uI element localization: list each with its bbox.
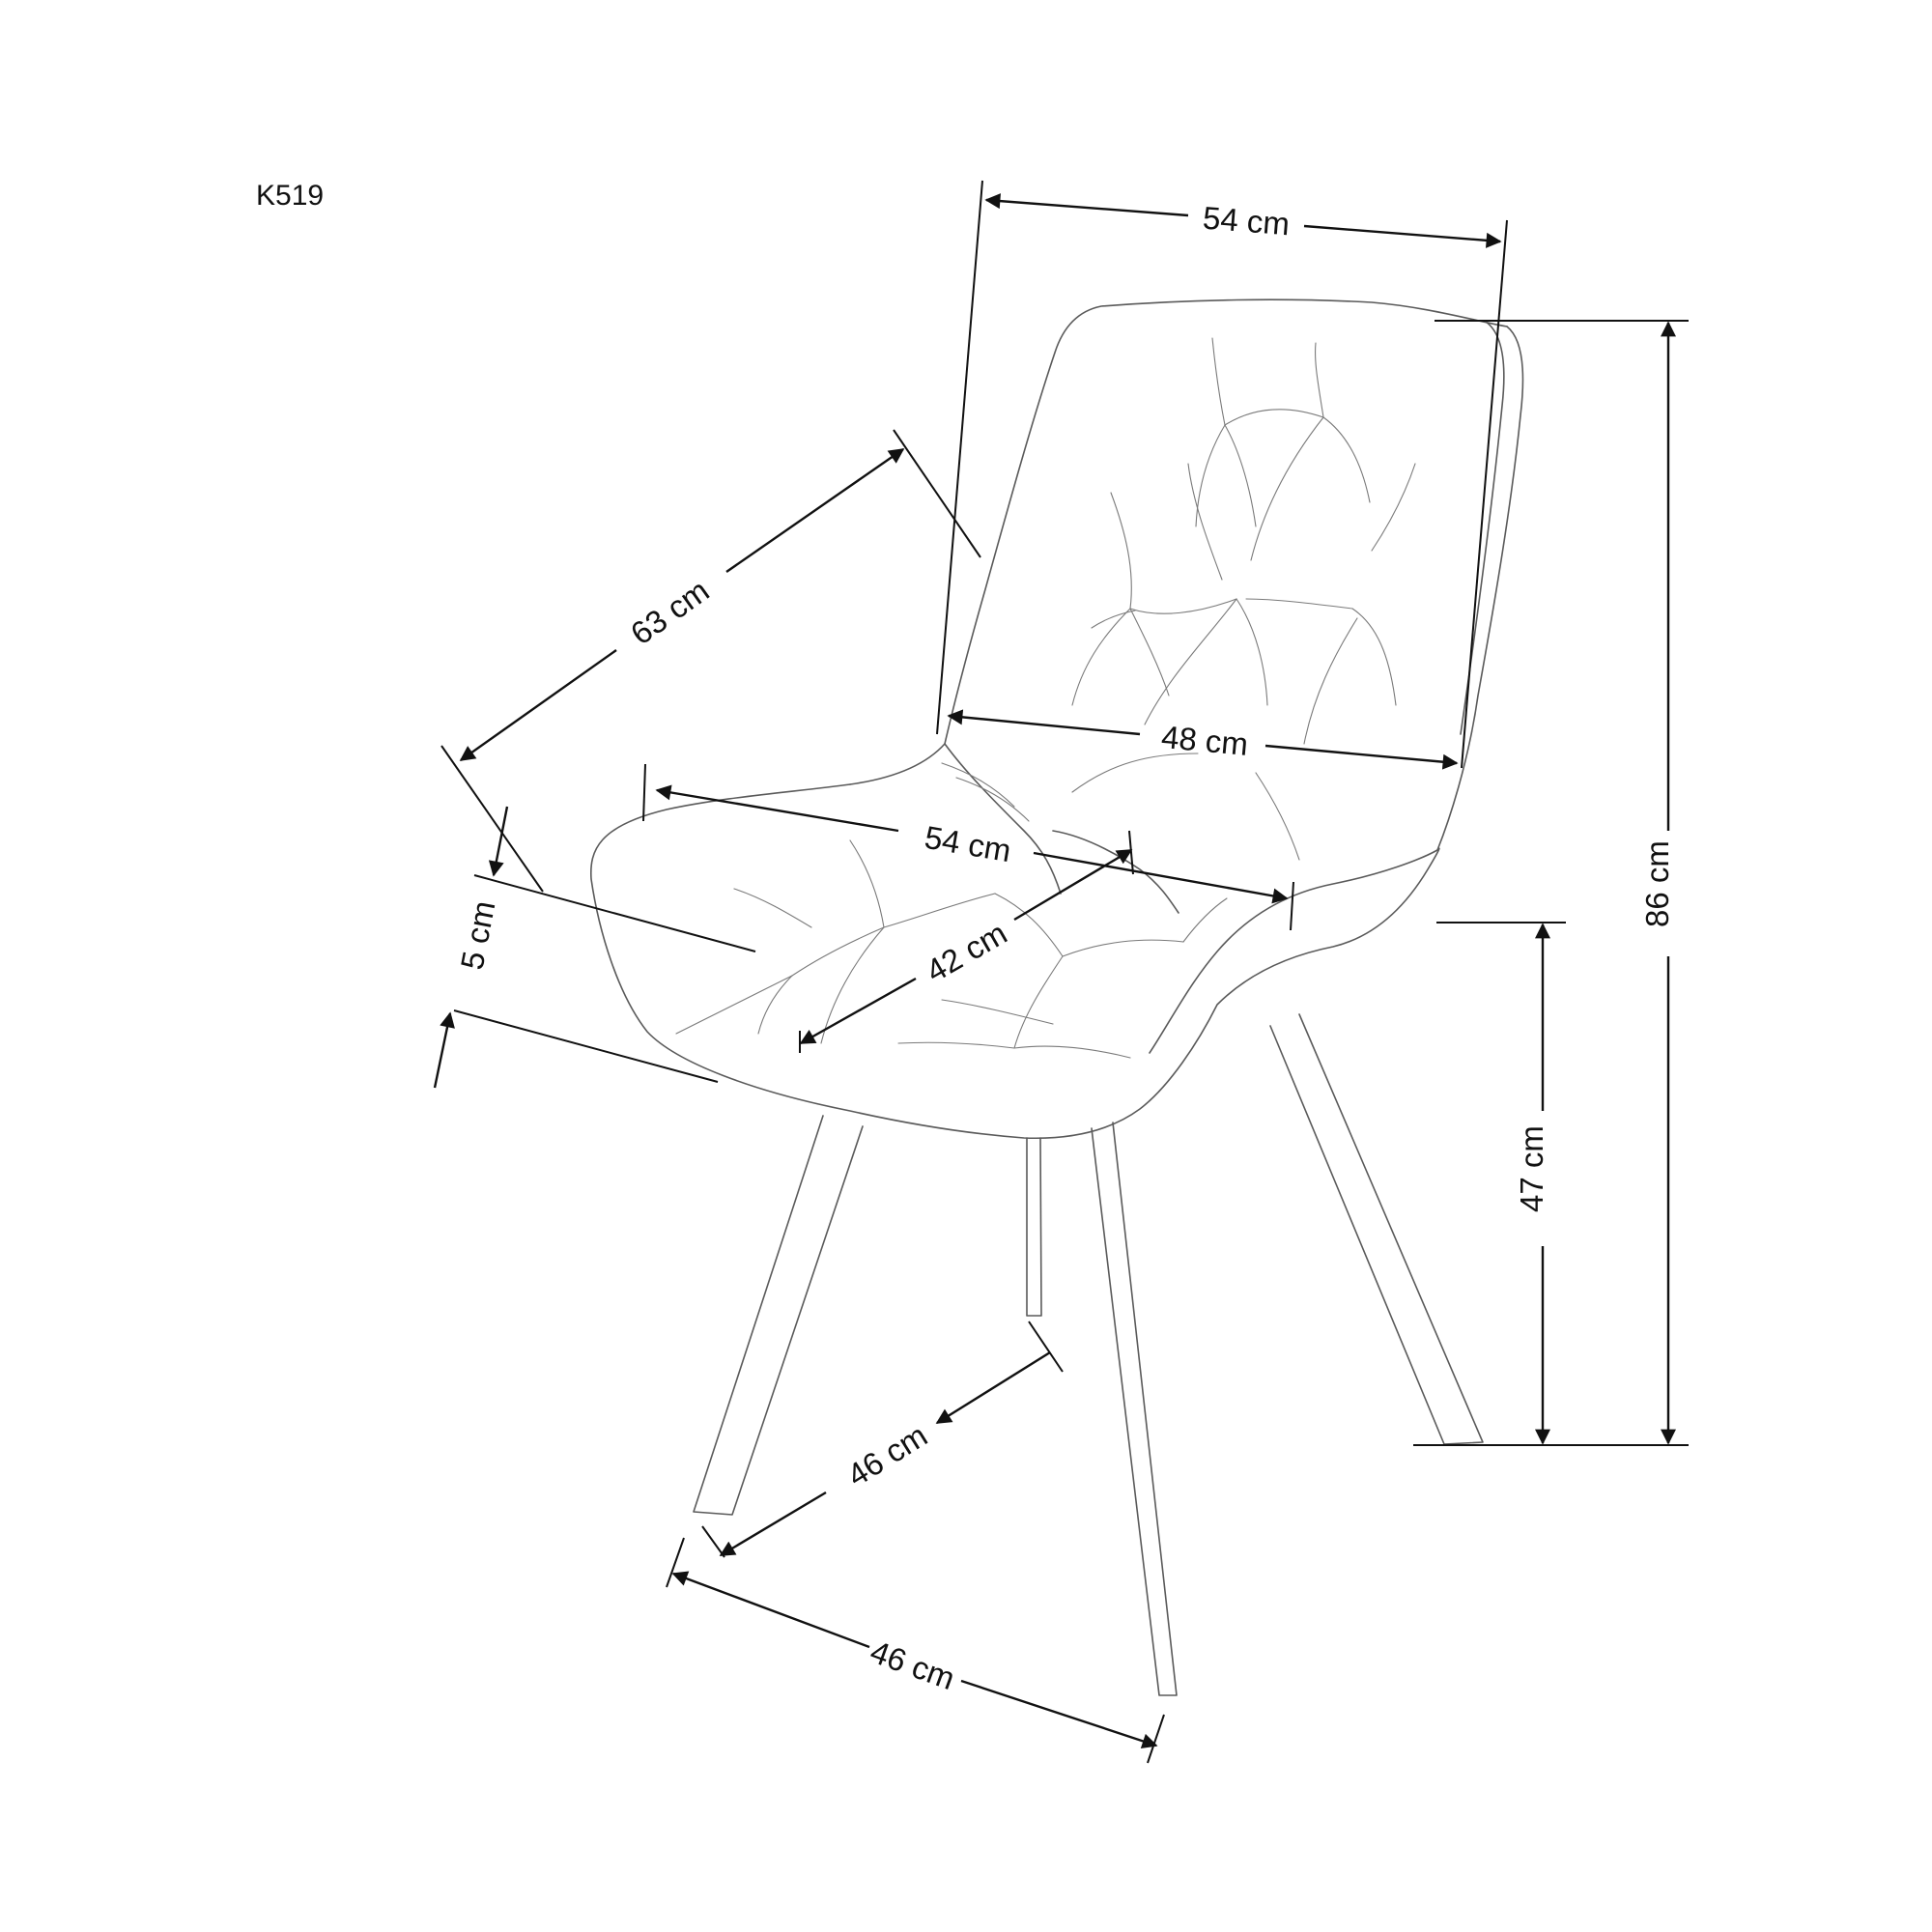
label-depth: 63 cm bbox=[624, 572, 716, 651]
model-code: K519 bbox=[256, 180, 324, 212]
dimension-top-width: 54 cm bbox=[936, 180, 1508, 769]
label-seat-depth: 42 cm bbox=[920, 915, 1012, 989]
leg-back-left bbox=[1026, 1137, 1042, 1317]
seat-tufting bbox=[675, 762, 1228, 1059]
backrest-right-edge bbox=[1436, 326, 1524, 851]
label-back-width: 48 cm bbox=[1160, 719, 1250, 762]
label-leg-span-depth: 46 cm bbox=[840, 1417, 933, 1493]
label-seat-height: 47 cm bbox=[1514, 1125, 1549, 1212]
dimension-total-height: 86 cm bbox=[1413, 320, 1689, 1446]
dimension-seat-width: 54 cm bbox=[642, 763, 1294, 931]
leg-front-right bbox=[1091, 1122, 1178, 1696]
leg-front-left bbox=[693, 1115, 864, 1516]
label-top-width: 54 cm bbox=[1202, 200, 1291, 242]
leg-back-right bbox=[1269, 1013, 1484, 1445]
label-seat-thickness: 5 cm bbox=[454, 897, 502, 972]
chair-illustration bbox=[589, 298, 1524, 1696]
label-total-height: 86 cm bbox=[1639, 840, 1675, 927]
dimension-depth: 63 cm bbox=[440, 429, 981, 893]
label-seat-width: 54 cm bbox=[923, 819, 1014, 868]
dimension-back-width: 48 cm bbox=[947, 709, 1459, 770]
backrest-outline bbox=[849, 298, 1508, 785]
seat-outline bbox=[589, 783, 1440, 1140]
backrest-tufting bbox=[1071, 337, 1416, 861]
dimension-seat-depth: 42 cm bbox=[799, 830, 1134, 1053]
dimension-seat-thickness: 5 cm bbox=[433, 806, 756, 1089]
dimension-leg-span-depth: 46 cm bbox=[701, 1321, 1064, 1558]
dimension-seat-height: 47 cm bbox=[1436, 922, 1566, 1445]
label-leg-span-width: 46 cm bbox=[866, 1634, 959, 1697]
dimension-leg-span-width: 46 cm bbox=[666, 1537, 1165, 1764]
